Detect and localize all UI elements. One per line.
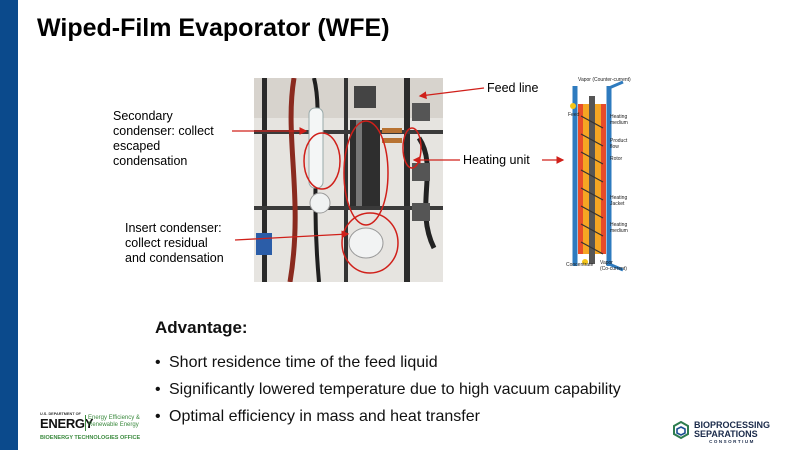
insert-condenser-arrow [234,230,350,241]
diagram-feed-label: Feed [568,112,580,118]
advantage-item: •Short residence time of the feed liquid [155,354,438,371]
feed-line-label: Feed line [487,81,539,95]
advantage-heading: Advantage: [155,318,248,337]
advantage-list: •Short residence time of the feed liquid… [155,349,621,430]
feed-line-arrow [418,87,485,100]
diagram-rotor-label: Rotor [610,156,623,162]
slide-title: Wiped-Film Evaporator (WFE) [37,14,390,42]
wfe-lab-photo [254,78,443,282]
wfe-schematic-diagram [570,80,624,272]
advantage-item: •Optimal efficiency in mass and heat tra… [155,408,480,425]
left-accent-bar [0,0,18,450]
heating-unit-label: Heating unit [463,153,530,167]
insert-condenser-label: Insert condenser: collect residual and c… [125,221,224,265]
secondary-condenser-label: Secondary condenser: collect escaped con… [113,109,214,168]
diagram-vapor-co-label: Vapor(Co-current) [600,260,627,272]
diagram-vapor-counter-label: Vapor (Counter-current) [578,77,631,83]
diagram-concentrate-label: Concentrate [566,262,594,268]
consortium-hexagon-icon [673,421,689,440]
advantage-item: •Significantly lowered temperature due t… [155,381,621,398]
